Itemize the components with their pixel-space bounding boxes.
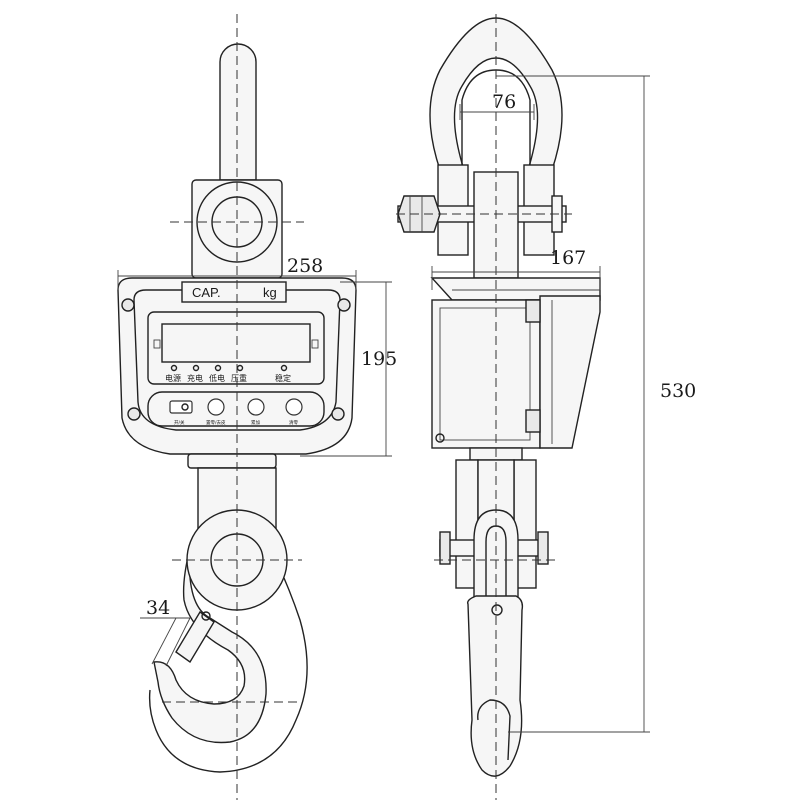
indicator-label-overload: 压重 xyxy=(231,373,247,383)
cap-plate xyxy=(181,281,287,303)
side-latch-bottom xyxy=(525,409,541,433)
display-lcd-right-mark xyxy=(311,339,319,349)
side-clevis-pin-right-cap xyxy=(537,531,549,565)
dim-height-text: 195 xyxy=(361,348,397,370)
clear-button[interactable] xyxy=(285,398,303,416)
dim-hook-slant-b xyxy=(165,617,191,667)
side-hook-profile xyxy=(466,595,524,777)
dim-hook-slant-a xyxy=(151,617,177,665)
screw-icon xyxy=(121,298,135,312)
zero-tare-button[interactable] xyxy=(207,398,225,416)
dim-width-text: 258 xyxy=(287,255,323,277)
side-shackle-bow xyxy=(429,17,563,171)
dim-hook-text: 34 xyxy=(146,597,170,619)
accumulate-button[interactable] xyxy=(247,398,265,416)
indicator-label-stable: 稳定 xyxy=(275,373,291,383)
indicator-dot xyxy=(192,364,200,372)
screw-icon xyxy=(337,298,351,312)
dimension-hook-opening: 34 xyxy=(140,597,191,667)
accumulate-button-label: 累加 xyxy=(251,419,260,426)
display-lcd-left-mark xyxy=(153,339,161,349)
screw-icon xyxy=(127,407,141,421)
display-lcd xyxy=(161,323,311,363)
front-shackle-loop xyxy=(219,43,257,181)
screw-icon xyxy=(331,407,345,421)
dimension-depth: 167 xyxy=(431,247,601,290)
dim-depth-text: 167 xyxy=(550,247,586,269)
indicator-label-charge: 充电 xyxy=(187,373,203,383)
side-clevis-pin-left-cap xyxy=(439,531,451,565)
dimension-width: 258 xyxy=(117,255,357,290)
latch-pin-icon xyxy=(201,611,211,621)
display-frame xyxy=(147,311,325,385)
zero-tare-button-label: 置零/去皮 xyxy=(206,419,226,426)
dimension-total-height: 530 xyxy=(496,75,696,733)
indicator-label-power: 电源 xyxy=(165,373,181,383)
side-view xyxy=(396,14,601,800)
side-screw-icon xyxy=(435,433,445,443)
indicator-label-lowbatt: 低电 xyxy=(209,373,225,383)
front-hook-outer-curve xyxy=(148,559,308,773)
indicator-dot xyxy=(170,364,178,372)
indicator-row: 电源 充电 低电 压重 稳定 xyxy=(165,364,291,383)
front-corner-screws xyxy=(121,298,351,421)
cap-label: CAP. xyxy=(192,285,221,300)
button-panel xyxy=(147,391,325,427)
side-body-panel xyxy=(439,307,531,441)
dimension-height: 195 xyxy=(300,281,397,457)
unit-label: kg xyxy=(263,285,277,300)
front-hook-body xyxy=(153,547,267,744)
switch-icon xyxy=(181,403,189,411)
indicator-dot xyxy=(214,364,222,372)
front-view: CAP. kg 电源 充电 低电 压重 稳定 开/关 置零/去皮 累加 清 xyxy=(117,14,357,800)
indicator-dot xyxy=(280,364,288,372)
power-switch-label: 开/关 xyxy=(174,419,185,426)
front-bottom-neck xyxy=(187,453,277,469)
dim-shackle-text: 76 xyxy=(492,91,516,113)
clear-button-label: 清零 xyxy=(289,419,298,426)
side-hook-tip xyxy=(477,699,511,761)
side-body xyxy=(431,299,541,449)
side-hook-bolt-icon xyxy=(491,604,503,616)
front-safety-latch xyxy=(175,610,215,664)
side-front-cover xyxy=(539,295,601,449)
side-latch-top xyxy=(525,299,541,323)
dim-total-text: 530 xyxy=(660,380,696,402)
front-swivel-eye-outer xyxy=(196,181,278,263)
dimension-shackle-inner: 76 xyxy=(459,91,535,120)
